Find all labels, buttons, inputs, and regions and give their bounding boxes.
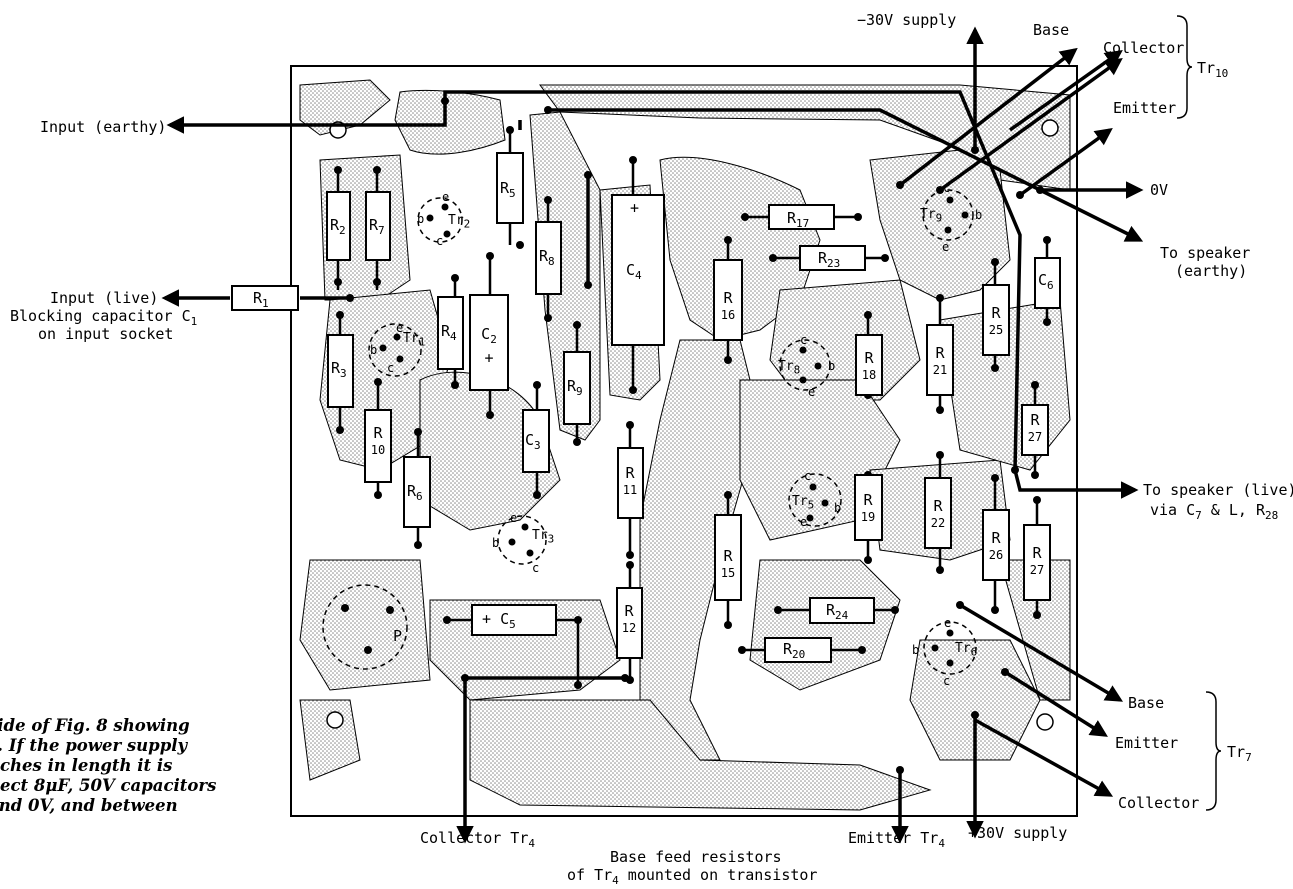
resistor-bodies xyxy=(231,152,1051,663)
r6-label: R6 xyxy=(407,482,423,504)
base-feed-sub-label: of Tr4 mounted on transistor xyxy=(567,866,818,888)
tr9-pin-b: b xyxy=(975,208,983,222)
r20-label: R20 xyxy=(783,640,806,662)
pot-label: P xyxy=(393,627,403,645)
tr3-label: Tr3 xyxy=(532,528,555,546)
tr6-label: Tr6 xyxy=(955,641,978,659)
collector-tr4-label: Collector Tr4 xyxy=(420,829,535,851)
input-socket-label: on input socket xyxy=(38,325,174,343)
r3-label: R3 xyxy=(331,359,347,381)
tr1-pin-b: b xyxy=(370,343,378,357)
tr10-base-label: Base xyxy=(1033,21,1070,39)
speaker-live-label: To speaker (live) xyxy=(1143,481,1293,499)
r1-label: R1 xyxy=(253,289,269,311)
r9-label: R9 xyxy=(567,377,583,399)
tr9-pin-c: c xyxy=(943,181,951,195)
input-earthy-label: Input (earthy) xyxy=(40,118,167,136)
tr6-pin-b: b xyxy=(912,643,920,657)
neg-supply-label: −30V supply xyxy=(857,11,957,29)
speaker-earthy-label: To speaker xyxy=(1160,244,1251,262)
tr2-pin-b: b xyxy=(417,212,425,226)
tr8-pin-e: e xyxy=(808,385,816,399)
tr5-pin-e: e xyxy=(800,515,808,529)
c2-label: C2+ xyxy=(481,325,497,367)
tr7-base-label: Base xyxy=(1128,694,1165,712)
tr10-emitter-label: Emitter xyxy=(1113,99,1177,117)
input-live-label: Input (live) xyxy=(50,289,159,307)
tr7-brace xyxy=(1205,691,1222,811)
tr8-label: Tr8 xyxy=(778,359,801,377)
tr3-pin-e: e xyxy=(510,511,518,525)
tr9-pin-e: e xyxy=(942,240,950,254)
wires xyxy=(161,26,1144,844)
c4-polarity: + xyxy=(630,199,640,217)
tr7-emitter-label: Emitter xyxy=(1115,734,1179,752)
figure-caption: side of Fig. 8 showing s. If the power s… xyxy=(0,716,217,815)
tr5-pin-b: b xyxy=(834,501,842,515)
base-feed-label: Base feed resistors xyxy=(610,848,782,866)
c3-label: C3 xyxy=(525,431,541,453)
tr1-pin-c: c xyxy=(387,361,395,375)
tr5-pin-c: c xyxy=(804,469,812,483)
c4-label: C4 xyxy=(626,261,642,283)
emitter-tr4-label: Emitter Tr4 xyxy=(848,829,945,851)
tr8-pin-c: c xyxy=(800,333,808,347)
c5-label: + C5 xyxy=(482,610,516,632)
transistor-outlines xyxy=(322,189,977,675)
tr10-group-label: Tr10 xyxy=(1197,59,1229,81)
solder-pads xyxy=(334,97,1051,774)
pos-supply-label: +30V supply xyxy=(968,824,1068,842)
r8-label: R8 xyxy=(539,247,555,269)
tr10-brace xyxy=(1176,15,1193,119)
r2-label: R2 xyxy=(330,216,346,238)
tr3-pin-b: b xyxy=(492,536,500,550)
c6-label: C6 xyxy=(1038,271,1054,293)
r5-label: R5 xyxy=(500,179,516,201)
tr8-pin-b: b xyxy=(828,359,836,373)
tr7-group-label: Tr7 xyxy=(1227,743,1252,765)
speaker-earthy-sub-label: (earthy) xyxy=(1175,262,1248,280)
r4-label: R4 xyxy=(441,322,457,344)
tr2-label: Tr2 xyxy=(448,213,471,231)
r17-label: R17 xyxy=(787,209,810,231)
zero-volt-label: 0V xyxy=(1150,181,1169,199)
speaker-live-via-label: via C7 & L, R28 xyxy=(1150,501,1279,523)
tr7-collector-label: Collector xyxy=(1118,794,1200,812)
tr3-pin-c: c xyxy=(532,561,540,575)
capacitor-bodies xyxy=(469,194,1061,636)
tr6-pin-c: c xyxy=(943,674,951,688)
r23-label: R23 xyxy=(818,249,841,271)
tr1-pin-e: e xyxy=(396,321,404,335)
tr5-label: Tr5 xyxy=(792,494,815,512)
blocking-cap-label: Blocking capacitor C1 xyxy=(10,307,198,329)
tr2-pin-c: c xyxy=(436,234,444,248)
tr1-label: Tr1 xyxy=(403,331,426,349)
r7-label: R7 xyxy=(369,216,385,238)
tr9-label: Tr9 xyxy=(920,207,943,225)
r24-label: R24 xyxy=(826,601,849,623)
tr10-collector-label: Collector xyxy=(1103,39,1185,57)
tr6-pin-e: e xyxy=(944,616,952,630)
tr2-pin-e: e xyxy=(442,190,450,204)
